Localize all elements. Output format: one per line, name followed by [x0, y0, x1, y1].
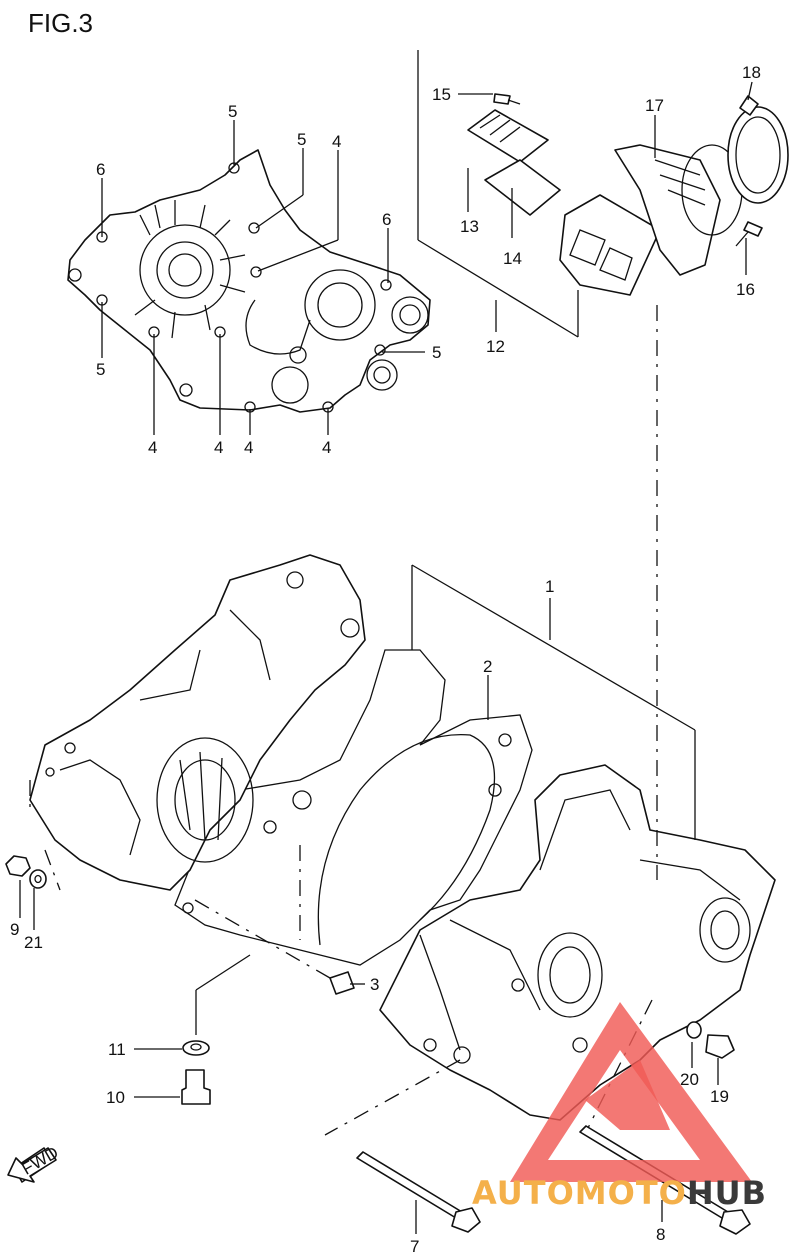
callout-5: 5	[228, 102, 237, 121]
callout-10: 10	[106, 1088, 125, 1107]
callout-15: 15	[432, 85, 451, 104]
forward-arrow-icon: FWD	[7, 1143, 62, 1183]
watermark-text: AUTOMOTOHUB	[472, 1174, 767, 1212]
callout-17: 17	[645, 96, 664, 115]
crankcase-inner-view	[67, 149, 431, 413]
callout-4: 4	[148, 438, 157, 457]
callout-13: 13	[460, 217, 479, 236]
crankcase-right-half	[379, 764, 776, 1121]
callout-12: 12	[486, 337, 505, 356]
callout-4: 4	[244, 438, 253, 457]
callout-4: 4	[322, 438, 331, 457]
callout-14: 14	[503, 249, 522, 268]
watermark-text-a: AUTOMOTO	[472, 1174, 687, 1212]
callout-7: 7	[410, 1237, 419, 1256]
callout-21: 21	[24, 933, 43, 952]
callout-18: 18	[742, 63, 761, 82]
callout-6: 6	[96, 160, 105, 179]
callout-4: 4	[214, 438, 223, 457]
callout-3: 3	[370, 975, 379, 994]
callout-4: 4	[332, 132, 341, 151]
callout-5: 5	[432, 343, 441, 362]
fwd-label: FWD	[19, 1143, 62, 1179]
watermark-text-b: HUB	[686, 1174, 768, 1212]
callout-5: 5	[297, 130, 306, 149]
callout-6: 6	[382, 210, 391, 229]
callout-1: 1	[545, 577, 554, 596]
callout-9: 9	[10, 920, 19, 939]
callout-16: 16	[736, 280, 755, 299]
callout-5: 5	[96, 360, 105, 379]
leader-lines	[19, 50, 753, 1234]
crankcase-left-half	[29, 554, 366, 891]
figure-title: FIG.3	[28, 8, 94, 38]
callout-2: 2	[483, 657, 492, 676]
callout-labels: 5 5 4 6 6 5 5 4 4 4 4 15 13 14 12 17 18 …	[10, 63, 761, 1256]
callout-20: 20	[680, 1070, 699, 1089]
callout-11: 11	[108, 1040, 126, 1059]
crankcase-gasket	[174, 649, 533, 966]
reed-valve-assembly	[467, 93, 789, 296]
watermark-logo	[510, 1002, 752, 1182]
callout-8: 8	[656, 1225, 665, 1244]
callout-19: 19	[710, 1087, 729, 1106]
